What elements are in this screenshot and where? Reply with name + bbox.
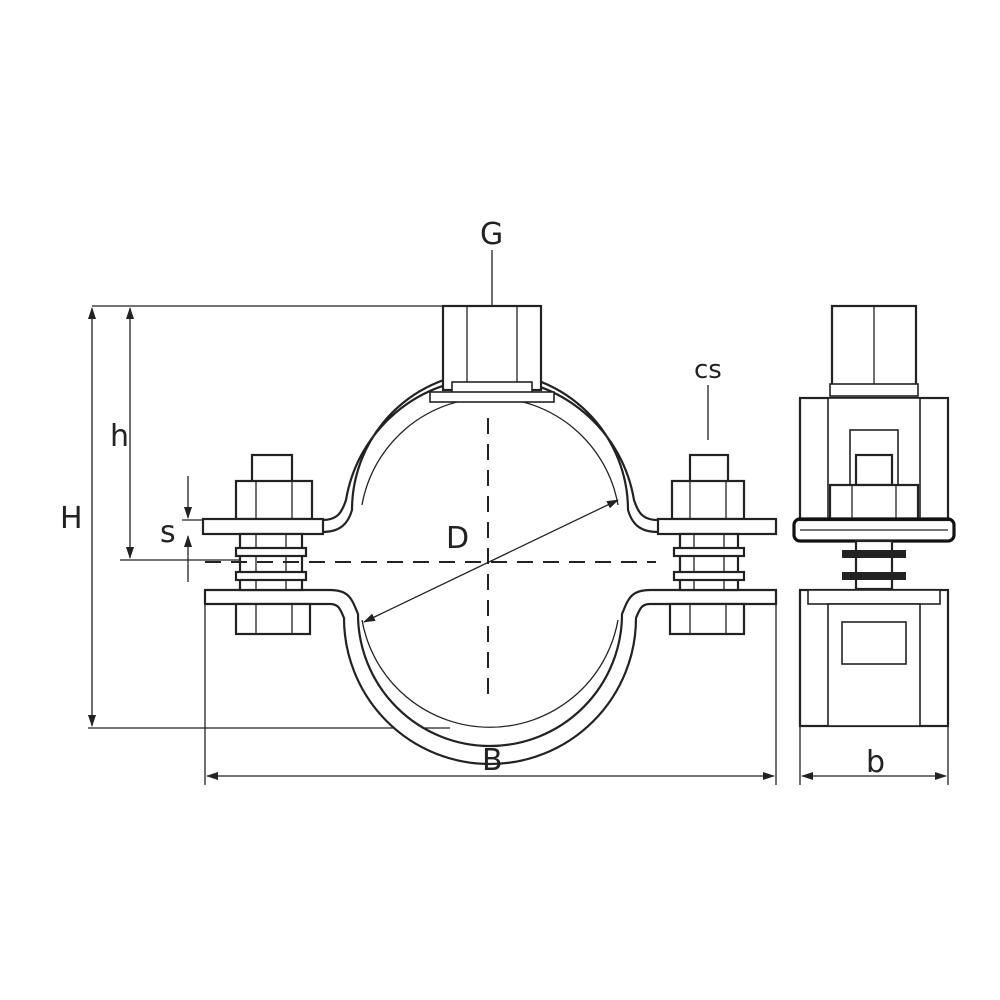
extension-lines (88, 250, 777, 785)
label-h: h (110, 419, 129, 454)
right-bolt-assembly (656, 453, 778, 636)
label-H: H (60, 501, 83, 536)
label-B: B (482, 743, 503, 778)
lower-clamp-band (203, 588, 778, 766)
label-G: G (480, 217, 503, 252)
pipe-bore (361, 397, 619, 506)
label-D: D (446, 521, 469, 556)
label-b: b (866, 745, 885, 780)
front-view (88, 250, 778, 785)
diameter-dimension-line (363, 499, 619, 623)
label-cs: cs (694, 355, 722, 385)
threaded-nut-G (429, 304, 555, 403)
side-view (792, 304, 956, 785)
left-bolt-assembly (201, 453, 325, 636)
label-s: s (160, 515, 176, 550)
